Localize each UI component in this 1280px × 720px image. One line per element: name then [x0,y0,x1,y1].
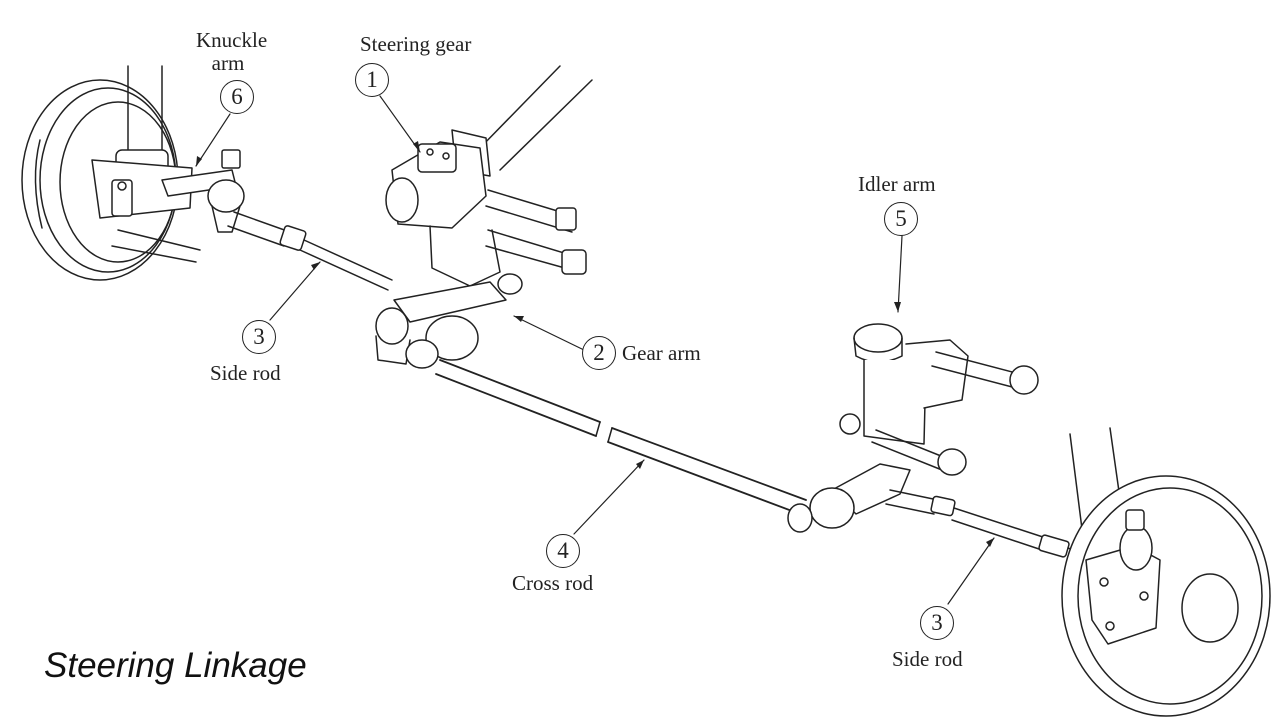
callout-number-3-left: 3 [242,320,276,354]
label-idler-arm: Idler arm [858,172,936,196]
label-knuckle-arm-line1: Knuckle [196,28,268,52]
cross-rod [435,359,807,515]
callout-number-1: 1 [355,63,389,97]
callout-number-2: 2 [582,336,616,370]
leader-arrowheads [196,141,994,547]
callout-number-6: 6 [220,80,254,114]
left-side-rod [227,211,393,291]
callout-number-4: 4 [546,534,580,568]
label-cross-rod: Cross rod [512,571,594,595]
idler-arm [787,323,1039,533]
right-wheel-drum [1061,427,1271,717]
gear-arm [375,273,523,369]
left-strut [91,65,201,263]
knuckle-arm [161,149,245,233]
callout-number-3-right: 3 [920,606,954,640]
label-steering-gear: Steering gear [360,32,472,56]
label-side-rod-right: Side rod [892,647,963,671]
label-gear-arm: Gear arm [622,341,701,365]
callout-number-5: 5 [884,202,918,236]
label-side-rod-left: Side rod [210,361,281,385]
diagram-title: Steering Linkage [44,646,307,685]
label-knuckle-arm-line2: arm [211,51,245,75]
right-side-rod [885,489,1101,561]
steering-gear-box [385,141,587,287]
leader-lines [195,95,995,605]
